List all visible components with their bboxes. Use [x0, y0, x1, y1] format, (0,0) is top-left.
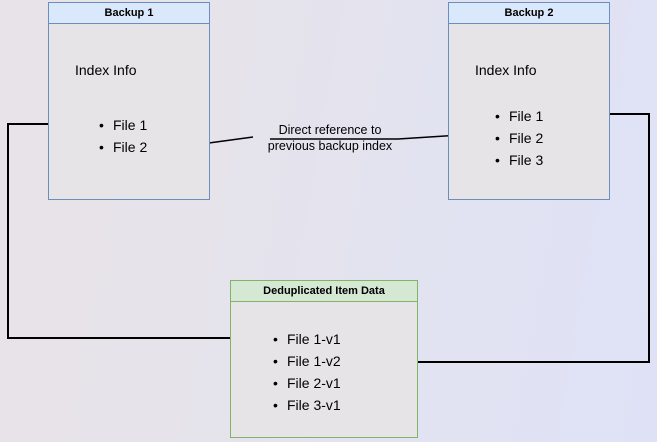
list-item: File 1-v1 — [273, 328, 341, 350]
deduplicated-item-data-box[interactable]: Deduplicated Item Data File 1-v1 File 1-… — [230, 280, 418, 438]
deduplicated-item-data-header: Deduplicated Item Data — [231, 281, 417, 302]
backup-2-file-list: File 1 File 2 File 3 — [495, 105, 543, 171]
backup-2-box[interactable]: Backup 2 Index Info File 1 File 2 File 3 — [448, 2, 610, 200]
backup-1-file-list: File 1 File 2 — [99, 114, 147, 158]
list-item: File 2 — [99, 136, 147, 158]
backup-1-header: Backup 1 — [49, 3, 209, 24]
deduplicated-file-list: File 1-v1 File 1-v2 File 2-v1 File 3-v1 — [273, 328, 341, 416]
direct-reference-caption: Direct reference to previous backup inde… — [250, 122, 410, 154]
list-item: File 2-v1 — [273, 372, 341, 394]
deduplicated-item-data-body: File 1-v1 File 1-v2 File 2-v1 File 3-v1 — [231, 302, 417, 437]
caption-line-1: Direct reference to — [278, 123, 382, 137]
list-item: File 1 — [99, 114, 147, 136]
backup-1-body: Index Info File 1 File 2 — [49, 24, 209, 199]
list-item: File 1 — [495, 105, 543, 127]
backup-1-box[interactable]: Backup 1 Index Info File 1 File 2 — [48, 2, 210, 200]
backup-2-header: Backup 2 — [449, 3, 609, 24]
list-item: File 3-v1 — [273, 394, 341, 416]
list-item: File 1-v2 — [273, 350, 341, 372]
list-item: File 3 — [495, 149, 543, 171]
caption-line-2: previous backup index — [267, 139, 393, 153]
backup-2-body: Index Info File 1 File 2 File 3 — [449, 24, 609, 199]
list-item: File 2 — [495, 127, 543, 149]
backup-2-index-info-label: Index Info — [475, 62, 537, 78]
backup-1-index-info-label: Index Info — [75, 62, 137, 78]
